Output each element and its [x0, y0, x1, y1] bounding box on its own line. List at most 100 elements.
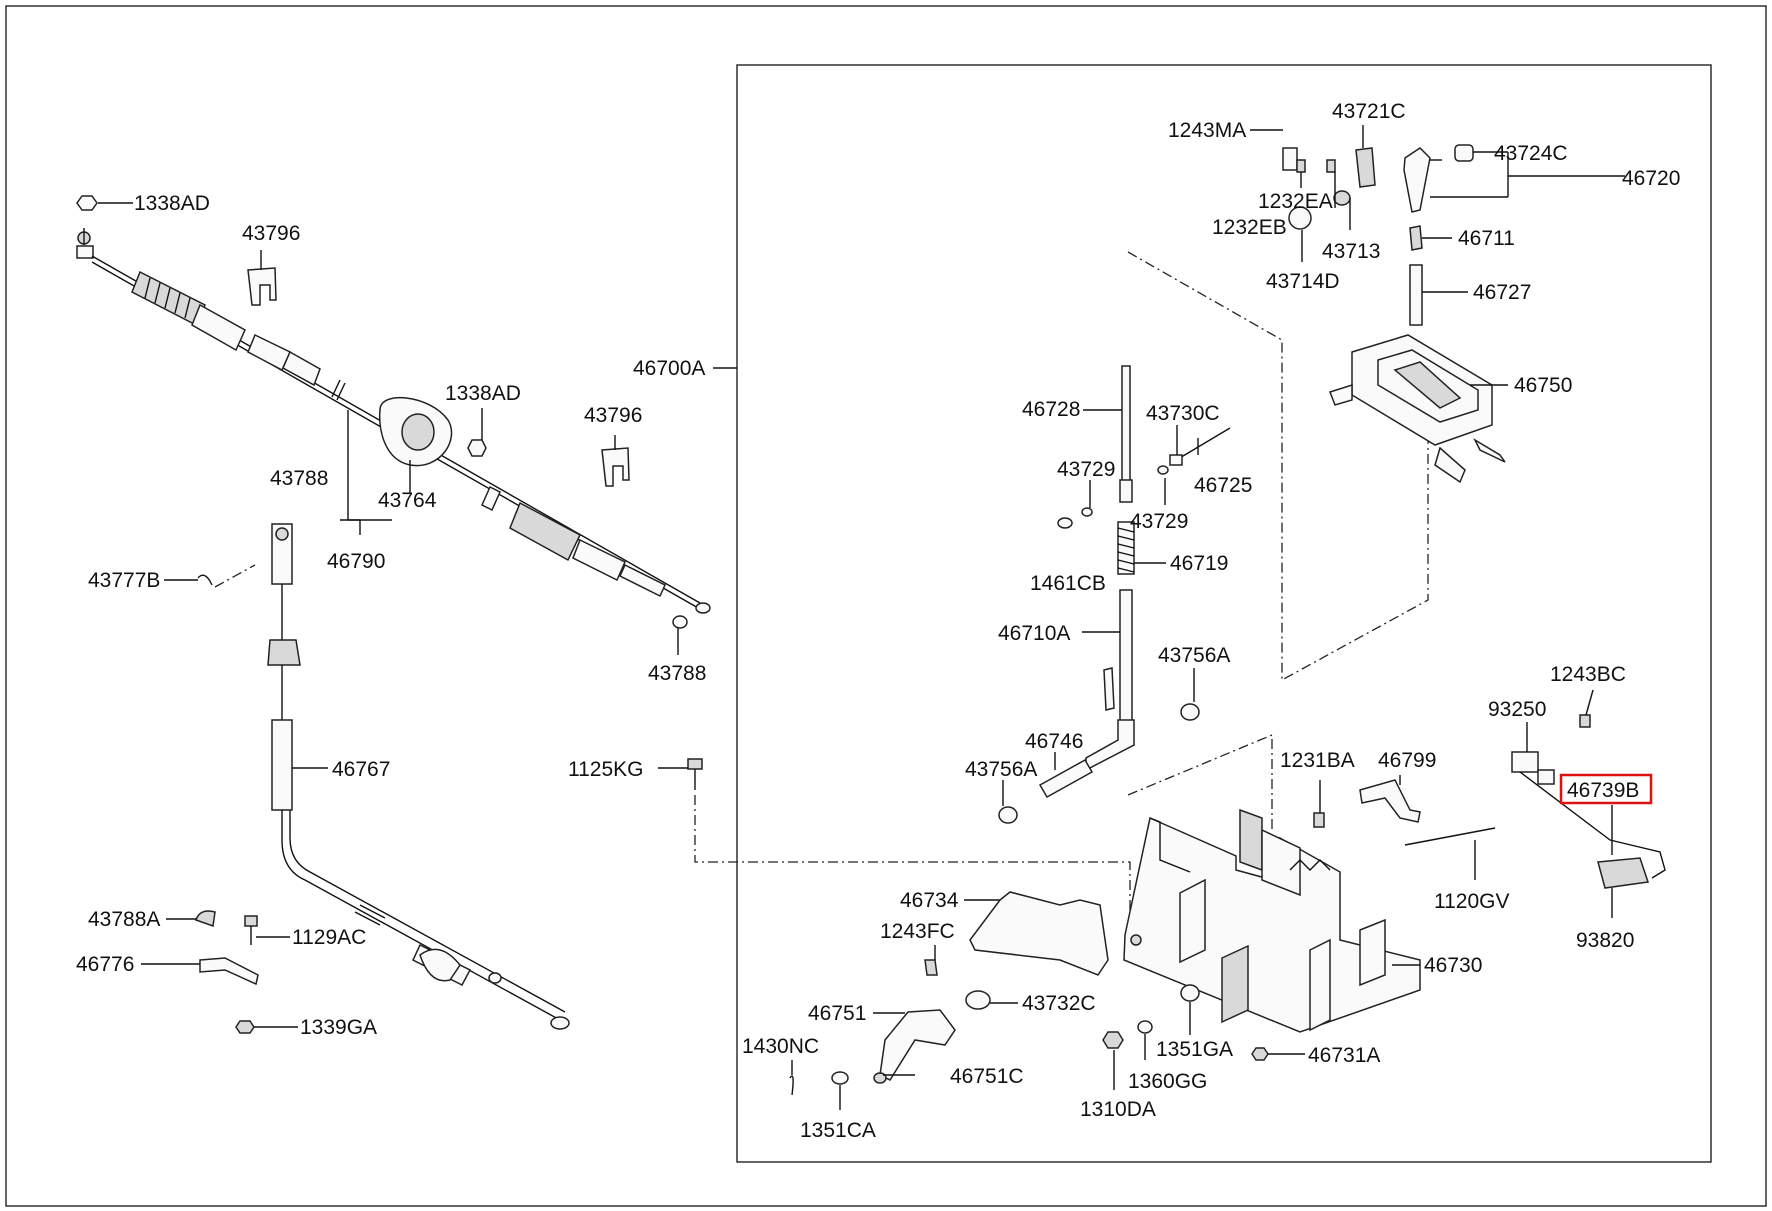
indicator-46750-icon: [1329, 334, 1506, 484]
label-1125KG[interactable]: 1125KG: [568, 758, 644, 781]
label-43764[interactable]: 43764: [378, 489, 437, 512]
label-1351CA[interactable]: 1351CA: [800, 1119, 876, 1142]
bolt-1120GV-icon: [1404, 827, 1496, 846]
cable-assembly-lower: [267, 523, 570, 1030]
label-1243FC[interactable]: 1243FC: [880, 920, 955, 943]
button-43724C-icon: [1454, 144, 1474, 162]
bushing-43730C-icon: [1169, 454, 1183, 466]
label-46725[interactable]: 46725: [1194, 474, 1252, 497]
outer-border: [5, 5, 1767, 1207]
bolt-1231BA-icon: [1313, 812, 1325, 828]
label-46746[interactable]: 46746: [1025, 730, 1083, 753]
label-46750[interactable]: 46750: [1514, 374, 1572, 397]
assembly-frame: [736, 64, 1712, 1163]
bracket-46799-icon: [1359, 779, 1421, 823]
spring-43713-icon: [1333, 190, 1351, 206]
plate-46734-icon: [969, 891, 1109, 976]
bolt-1243BC-icon: [1579, 714, 1591, 728]
label-46751C[interactable]: 46751C: [950, 1065, 1024, 1088]
label-46710A[interactable]: 46710A: [998, 622, 1070, 645]
label-46799[interactable]: 46799: [1378, 749, 1436, 772]
nut-1338AD-b-icon: [467, 439, 487, 457]
clip-43796-icon: [247, 267, 277, 306]
label-43729[interactable]: 43729: [1057, 458, 1115, 481]
label-1430NC[interactable]: 1430NC: [742, 1035, 819, 1058]
label-1243BC[interactable]: 1243BC: [1550, 663, 1626, 686]
label-1338AD[interactable]: 1338AD: [134, 192, 210, 215]
button-43714D-icon: [1288, 206, 1312, 230]
cam-46751-icon: [879, 1009, 956, 1081]
label-46734[interactable]: 46734: [900, 889, 959, 912]
screw-1232EA-icon: [1296, 159, 1306, 173]
label-46767[interactable]: 46767: [332, 758, 390, 781]
leader-lines: [98, 125, 1625, 1110]
label-1351GA[interactable]: 1351GA: [1156, 1038, 1233, 1061]
label-1231BA[interactable]: 1231BA: [1280, 749, 1355, 772]
nut-1310DA-icon: [1102, 1031, 1124, 1049]
label-46700A[interactable]: 46700A: [633, 357, 705, 380]
bolt-1125KG-icon: [687, 758, 703, 770]
label-93820[interactable]: 93820: [1576, 929, 1634, 952]
clip-1461CB-icon: [1057, 517, 1073, 529]
label-43788-b[interactable]: 43788: [648, 662, 706, 685]
spring-46719-icon: [1117, 521, 1135, 575]
screw-1232EB-icon: [1326, 159, 1336, 173]
lever-46710A-icon: [1085, 589, 1135, 772]
label-46731A[interactable]: 46731A: [1308, 1044, 1380, 1067]
pin-46725-icon: [1177, 427, 1231, 460]
label-43721C[interactable]: 43721C: [1332, 100, 1406, 123]
label-46776[interactable]: 46776: [76, 953, 134, 976]
label-46711[interactable]: 46711: [1458, 227, 1515, 250]
washer-43729-a-icon: [1157, 465, 1169, 475]
label-43714D[interactable]: 43714D: [1266, 270, 1340, 293]
cable-assembly-upper: [76, 228, 711, 629]
label-46751[interactable]: 46751: [808, 1002, 866, 1025]
label-43788A[interactable]: 43788A: [88, 908, 160, 931]
rod-46727-icon: [1409, 264, 1423, 326]
spring-43732C-icon: [965, 990, 991, 1010]
harness-46739B-icon: [1511, 751, 1666, 889]
label-43729-b[interactable]: 43729: [1130, 510, 1188, 533]
label-1360GG[interactable]: 1360GG: [1128, 1070, 1207, 1093]
rod-46728-icon: [1121, 365, 1131, 487]
label-43724C[interactable]: 43724C: [1494, 142, 1568, 165]
label-1243MA[interactable]: 1243MA: [1168, 119, 1246, 142]
label-43788[interactable]: 43788: [270, 467, 328, 490]
bolt-1129AC-icon: [244, 915, 258, 927]
label-43777B[interactable]: 43777B: [88, 569, 160, 592]
knob-46720-icon: [1403, 147, 1431, 213]
label-46727[interactable]: 46727: [1473, 281, 1531, 304]
clip-43788A-icon: [195, 910, 216, 928]
label-1129AC[interactable]: 1129AC: [292, 926, 366, 949]
base-46730-icon: [1123, 808, 1421, 1033]
bushing-46746-icon: [1038, 758, 1094, 799]
label-1232EB[interactable]: 1232EB: [1212, 216, 1287, 239]
label-43730C[interactable]: 43730C: [1146, 402, 1220, 425]
label-46790[interactable]: 46790: [327, 550, 385, 573]
bolt-1243MA-icon: [1282, 147, 1298, 171]
label-1310DA[interactable]: 1310DA: [1080, 1098, 1156, 1121]
label-43732C[interactable]: 43732C: [1022, 992, 1096, 1015]
clip-43777B-icon: [197, 574, 213, 586]
label-1120GV[interactable]: 1120GV: [1434, 890, 1510, 913]
label-43756A-b[interactable]: 43756A: [965, 758, 1037, 781]
label-46730[interactable]: 46730: [1424, 954, 1482, 977]
label-1461CB[interactable]: 1461CB: [1030, 572, 1106, 595]
nut-1339GA-icon: [235, 1020, 255, 1034]
label-1338AD-b[interactable]: 1338AD: [445, 382, 521, 405]
label-46720[interactable]: 46720: [1622, 167, 1680, 190]
label-43796-b[interactable]: 43796: [584, 404, 642, 427]
label-46728[interactable]: 46728: [1022, 398, 1080, 421]
label-43756A[interactable]: 43756A: [1158, 644, 1230, 667]
washer-1351GA-icon: [1180, 984, 1200, 1002]
label-43796[interactable]: 43796: [242, 222, 300, 245]
label-46739B[interactable]: 46739B: [1567, 779, 1639, 802]
cover-43721C-icon: [1355, 147, 1376, 188]
nut-1338AD-icon: [76, 195, 98, 211]
label-93250[interactable]: 93250: [1488, 698, 1546, 721]
label-46719[interactable]: 46719: [1170, 552, 1228, 575]
label-1232EA[interactable]: 1232EA: [1258, 190, 1333, 213]
label-1339GA[interactable]: 1339GA: [300, 1016, 377, 1039]
label-43713[interactable]: 43713: [1322, 240, 1380, 263]
